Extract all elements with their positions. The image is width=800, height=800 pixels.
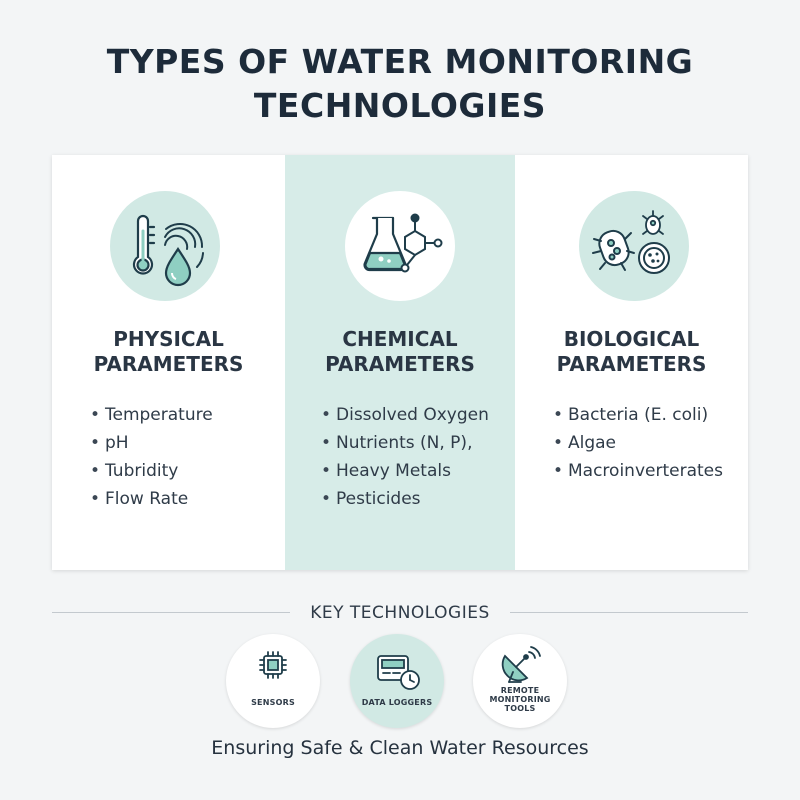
physical-icon-badge: [110, 191, 220, 301]
chemical-parameter-list: Dissolved Oxygen Nutrients (N, P), Heavy…: [321, 401, 489, 513]
physical-heading-line-2: PARAMETERS: [93, 352, 244, 376]
sensors-label: SENSORS: [251, 698, 295, 707]
biological-heading-line-2: PARAMETERS: [556, 352, 707, 376]
biological-icon-group: [592, 210, 670, 274]
physical-parameter-list: Temperature pH Tubridity Flow Rate: [90, 401, 213, 513]
list-item: Nutrients (N, P),: [321, 429, 489, 457]
list-item: Tubridity: [90, 457, 213, 485]
list-item: Pesticides: [321, 485, 489, 513]
remote-monitoring-label-line-3: TOOLS: [504, 704, 536, 713]
thermometer-icon: [132, 214, 156, 275]
list-item: Algae: [553, 429, 723, 457]
title-line-2: TECHNOLOGIES: [253, 86, 547, 125]
flask-icon: [363, 216, 407, 272]
chip-icon: [259, 651, 287, 679]
divider-left: [52, 612, 290, 613]
physical-heading-line-1: PHYSICAL: [113, 327, 224, 351]
list-item: Temperature: [90, 401, 213, 429]
ripple-icon: [164, 222, 204, 268]
biological-heading-line-1: BIOLOGICAL: [563, 327, 700, 351]
list-item: Flow Rate: [90, 485, 213, 513]
petri-dish-icon: [638, 242, 670, 274]
list-item: pH: [90, 429, 213, 457]
data-logger-icon: [377, 655, 420, 690]
bacteria-icon: [592, 229, 635, 271]
data-loggers-badge: DATA LOGGERS: [350, 634, 444, 728]
chemical-icon-group: [363, 213, 443, 273]
chemical-heading-line-1: CHEMICAL: [342, 327, 458, 351]
biological-icon-badge: [579, 191, 689, 301]
sensors-badge: SENSORS: [226, 634, 320, 728]
satellite-dish-icon: [501, 646, 541, 683]
chemical-parameters-panel: CHEMICAL PARAMETERS Dissolved Oxygen Nut…: [285, 155, 515, 570]
remote-monitoring-label: REMOTE MONITORING TOOLS: [473, 686, 567, 713]
microbe-icon: [642, 210, 664, 235]
chemical-icon-badge: [345, 191, 455, 301]
biological-parameter-list: Bacteria (E. coli) Algae Macroinverterat…: [553, 401, 723, 485]
water-drop-icon: [164, 247, 192, 287]
physical-heading: PHYSICAL PARAMETERS: [52, 327, 285, 377]
key-technologies-label: KEY TECHNOLOGIES: [310, 603, 490, 623]
biological-heading: BIOLOGICAL PARAMETERS: [515, 327, 748, 377]
title-line-1: TYPES OF WATER MONITORING: [106, 42, 694, 81]
physical-icon-group: [132, 214, 204, 287]
list-item: Dissolved Oxygen: [321, 401, 489, 429]
list-item: Bacteria (E. coli): [553, 401, 723, 429]
tagline: Ensuring Safe & Clean Water Resources: [211, 737, 589, 759]
remote-monitoring-label-line-2: MONITORING: [489, 695, 551, 704]
molecule-icon: [400, 213, 443, 273]
biological-parameters-panel: BIOLOGICAL PARAMETERS Bacteria (E. coli)…: [515, 155, 748, 570]
physical-parameters-panel: PHYSICAL PARAMETERS Temperature pH Tubri…: [52, 155, 285, 570]
chemical-heading-line-2: PARAMETERS: [325, 352, 475, 376]
divider-right: [510, 612, 748, 613]
page-title: TYPES OF WATER MONITORING TECHNOLOGIES: [0, 40, 800, 128]
list-item: Heavy Metals: [321, 457, 489, 485]
parameter-panels: PHYSICAL PARAMETERS Temperature pH Tubri…: [52, 155, 748, 570]
remote-monitoring-badge: REMOTE MONITORING TOOLS: [473, 634, 567, 728]
data-loggers-label: DATA LOGGERS: [361, 698, 433, 707]
remote-monitoring-label-line-1: REMOTE: [500, 686, 540, 695]
list-item: Macroinverterates: [553, 457, 723, 485]
chemical-heading: CHEMICAL PARAMETERS: [285, 327, 515, 377]
